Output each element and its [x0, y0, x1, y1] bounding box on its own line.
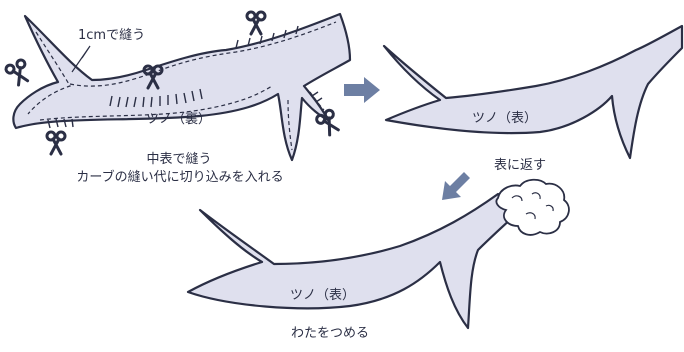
horn-step3 — [186, 178, 570, 330]
seam-allowance-label: 1cmで縫う — [78, 28, 146, 43]
annotation-leader — [71, 45, 91, 73]
horn-step1 — [12, 12, 352, 162]
horn-label-step3: ツノ（表） — [290, 288, 356, 303]
caption-step1-line2: カーブの縫い代に切り込みを入れる — [76, 170, 284, 185]
scissors-icon — [45, 130, 67, 156]
scissors-icon — [245, 10, 267, 36]
snips-outer-curve — [235, 25, 323, 103]
horn-label-step2: ツノ（表） — [472, 111, 538, 126]
horn-shape-inside-out — [12, 12, 352, 162]
scissors-icon — [315, 108, 340, 137]
horn-shape-stuffed — [186, 192, 522, 330]
horn-shape-right-side — [382, 24, 684, 160]
caption-step1-line1: 中表で縫う — [146, 152, 212, 167]
caption-step2: 表に返す — [493, 158, 546, 173]
seam-line — [27, 21, 337, 151]
stuffing-texture — [511, 192, 554, 220]
scissors-icon — [142, 64, 164, 90]
arrow-right-icon — [344, 77, 380, 103]
snips-inner-curve — [47, 88, 203, 129]
scissors-icon — [4, 58, 30, 87]
horn-step2 — [382, 24, 684, 160]
arrow-down-left-icon — [442, 172, 470, 200]
horn-label-step1: ツノ（裏） — [146, 112, 212, 127]
stuffing-cloud-icon — [495, 178, 570, 236]
caption-step3: わたをつめる — [290, 326, 369, 341]
